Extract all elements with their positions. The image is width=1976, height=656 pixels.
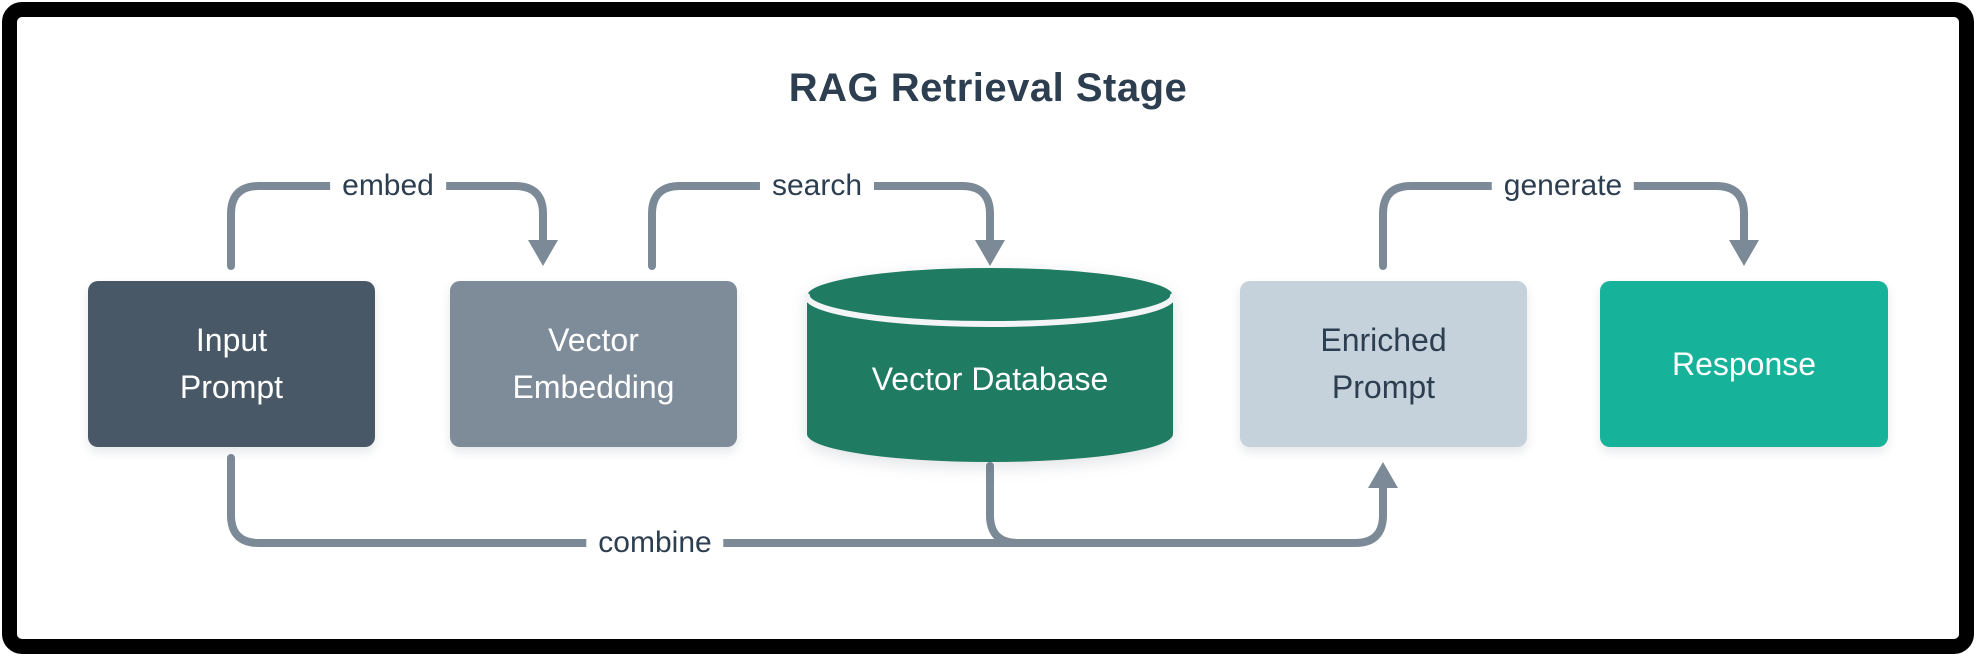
node-vector-embedding: Vector Embedding [450,281,737,447]
input-prompt-label-line1: Input [195,322,268,358]
node-input-prompt: Input Prompt [88,281,375,447]
edge-search-arrowhead [975,240,1005,266]
edge-combine-path [227,454,1387,547]
cylinder-body [807,268,1173,462]
vector-database-label-text: Vector Database [871,360,1109,397]
node-response: Response [1600,281,1888,447]
edge-database-branch-path [986,462,1134,547]
response-label-text: Response [1671,345,1817,382]
vector-embedding-label-line2: Embedding [512,369,675,405]
cylinder-lid-line [804,293,1176,327]
enriched-prompt-label-line1: Enriched [1320,322,1447,358]
edge-combine-arrowhead [1368,462,1398,488]
node-vector-database-label: Vector Database [807,296,1173,462]
node-vector-database-shape [804,268,1176,462]
arrowhead-group [528,240,1759,488]
enriched-prompt-label-line2: Prompt [1331,369,1436,405]
edge-label-generate: generate [1491,167,1635,205]
edge-label-combine: combine [586,524,724,562]
diagram-title: RAG Retrieval Stage [788,66,1188,110]
edge-label-embed: embed [330,167,446,205]
edge-label-search: search [759,167,875,205]
vector-embedding-label-line1: Vector [548,322,639,358]
edge-generate-arrowhead [1729,240,1759,266]
edge-embed-arrowhead [528,240,558,266]
input-prompt-label-line2: Prompt [179,369,284,405]
node-enriched-prompt: Enriched Prompt [1240,281,1527,447]
